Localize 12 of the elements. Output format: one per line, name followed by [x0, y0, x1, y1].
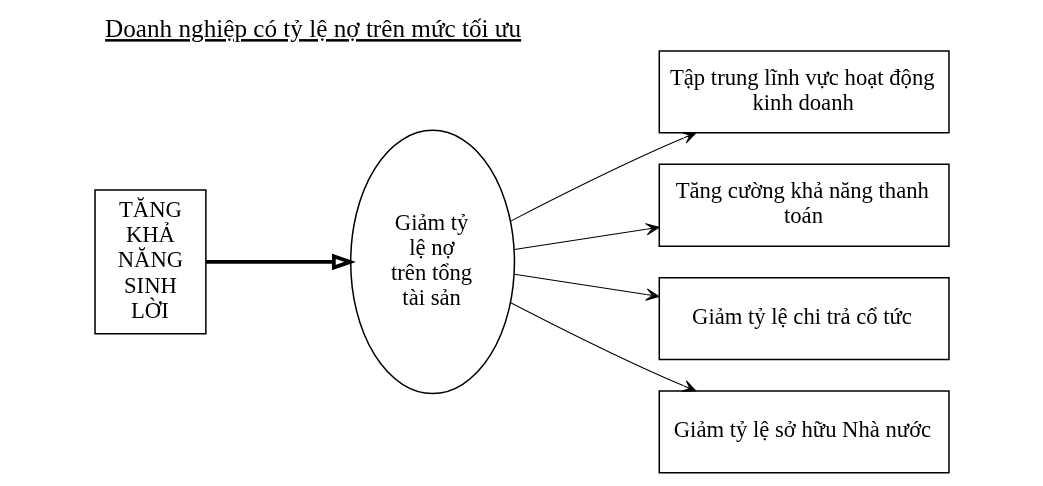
- node-box: TĂNG KHẢ NĂNG SINH LỜI: [93, 189, 207, 335]
- node-box: Giảm tỷ lệ chi trả cổ tức: [658, 276, 950, 361]
- arrow: [509, 302, 696, 392]
- node-box: Tăng cường khả năng thanh toán: [658, 163, 950, 247]
- node-box: Tập trung lĩnh vực hoạt động kinh doanh: [658, 50, 950, 134]
- arrow: [513, 223, 659, 251]
- node-ellipse: Giảm tỷ lệ nợ trên tổng tài sản: [349, 129, 515, 395]
- arrow: [513, 273, 659, 301]
- arrow: [509, 132, 696, 222]
- arrow: [205, 253, 356, 271]
- diagram-title: Doanh nghiệp có tỷ lệ nợ trên mức tối ưu: [104, 15, 521, 43]
- node-box: Giảm tỷ lệ sở hữu Nhà nước: [658, 390, 950, 474]
